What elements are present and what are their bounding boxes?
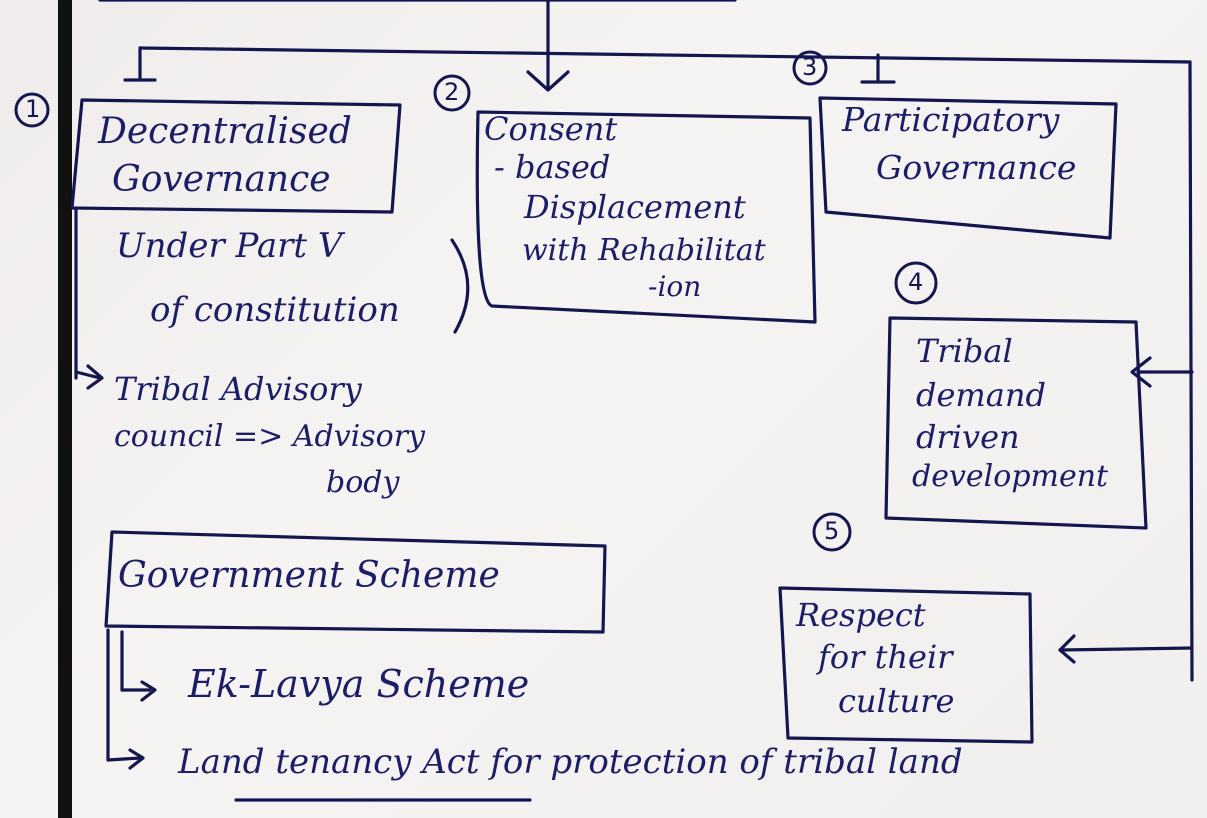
node-label: with Rehabilitat [522,233,766,268]
node-label: - based [494,148,611,186]
node-label: Respect [796,596,926,634]
number-circle-2 [433,74,471,112]
note-tac-line2: council => Advisory [114,419,426,454]
node-label: Decentralised [98,111,352,152]
node-label: Consent [484,110,618,148]
node-label: Participatory [842,100,1060,139]
number-circle-4 [894,261,938,305]
node-number-4: 4 [908,268,924,296]
node-label: demand [916,376,1046,414]
node-label: development [912,459,1109,494]
scheme-item-land-tenancy: Land tenancy Act for protection of triba… [178,742,963,782]
note-tac-line1: Tribal Advisory [114,370,362,408]
note-part-v-line2: of constitution [150,290,400,330]
node-label: Governance [112,159,331,200]
node-label: Tribal [916,332,1013,370]
note-tac-line3: body [326,465,400,500]
number-circle-1 [14,92,50,128]
node-label: -ion [648,270,702,303]
number-circle-5 [812,512,852,552]
node-number-2: 2 [444,78,460,106]
node-number-1: 1 [25,95,41,123]
notebook-margin-line [58,0,72,818]
number-circle-3 [792,50,828,86]
node-number-5: 5 [824,517,840,545]
node-number-3: 3 [802,53,818,81]
node-label: driven [916,418,1020,456]
node-label: Governance [876,148,1077,187]
scheme-title: Government Scheme [118,555,500,596]
scheme-item-eklavya: Ek-Lavya Scheme [188,662,530,706]
node-label: culture [838,682,955,720]
node-label: Displacement [524,188,746,226]
node-label: for their [818,638,953,676]
note-part-v-line1: Under Part V [116,226,343,266]
